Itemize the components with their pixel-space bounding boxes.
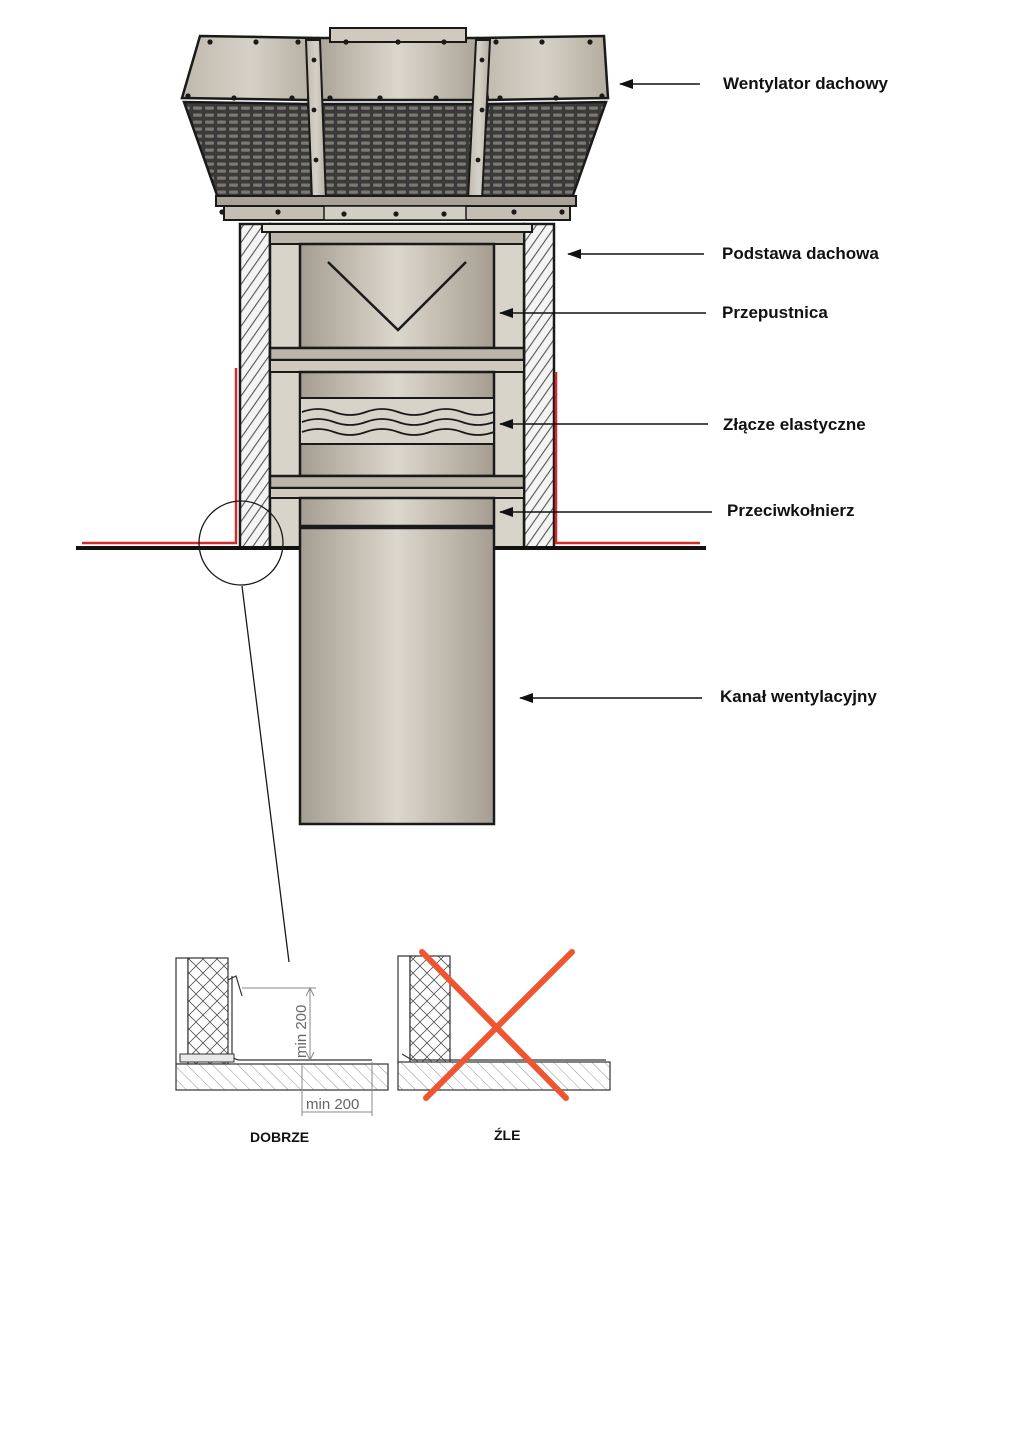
detail-bad <box>397 949 611 1101</box>
flexible-connector <box>298 370 496 478</box>
label-counter-flange: Przeciwkołnierz <box>727 501 855 520</box>
roof-fan <box>180 27 610 221</box>
label-duct: Kanał wentylacyjny <box>720 687 877 706</box>
wrong-cross-icon <box>419 949 575 1101</box>
label-fan: Wentylator dachowy <box>723 74 889 93</box>
counter-flange <box>268 474 526 528</box>
rivets <box>185 39 605 217</box>
dimension-vertical: min 200 <box>293 1005 310 1058</box>
detail-good <box>175 957 389 1116</box>
detail-callout <box>198 500 290 963</box>
label-damper: Przepustnica <box>722 303 828 322</box>
label-flex-connector: Złącze elastyczne <box>723 415 866 434</box>
callout-arrows <box>499 79 712 703</box>
label-base: Podstawa dachowa <box>722 244 879 263</box>
label-good: DOBRZE <box>250 1129 309 1145</box>
damper <box>268 242 526 373</box>
ventilation-duct <box>298 526 496 826</box>
dimension-horizontal: min 200 <box>306 1096 359 1113</box>
label-bad: ŹLE <box>494 1127 520 1143</box>
